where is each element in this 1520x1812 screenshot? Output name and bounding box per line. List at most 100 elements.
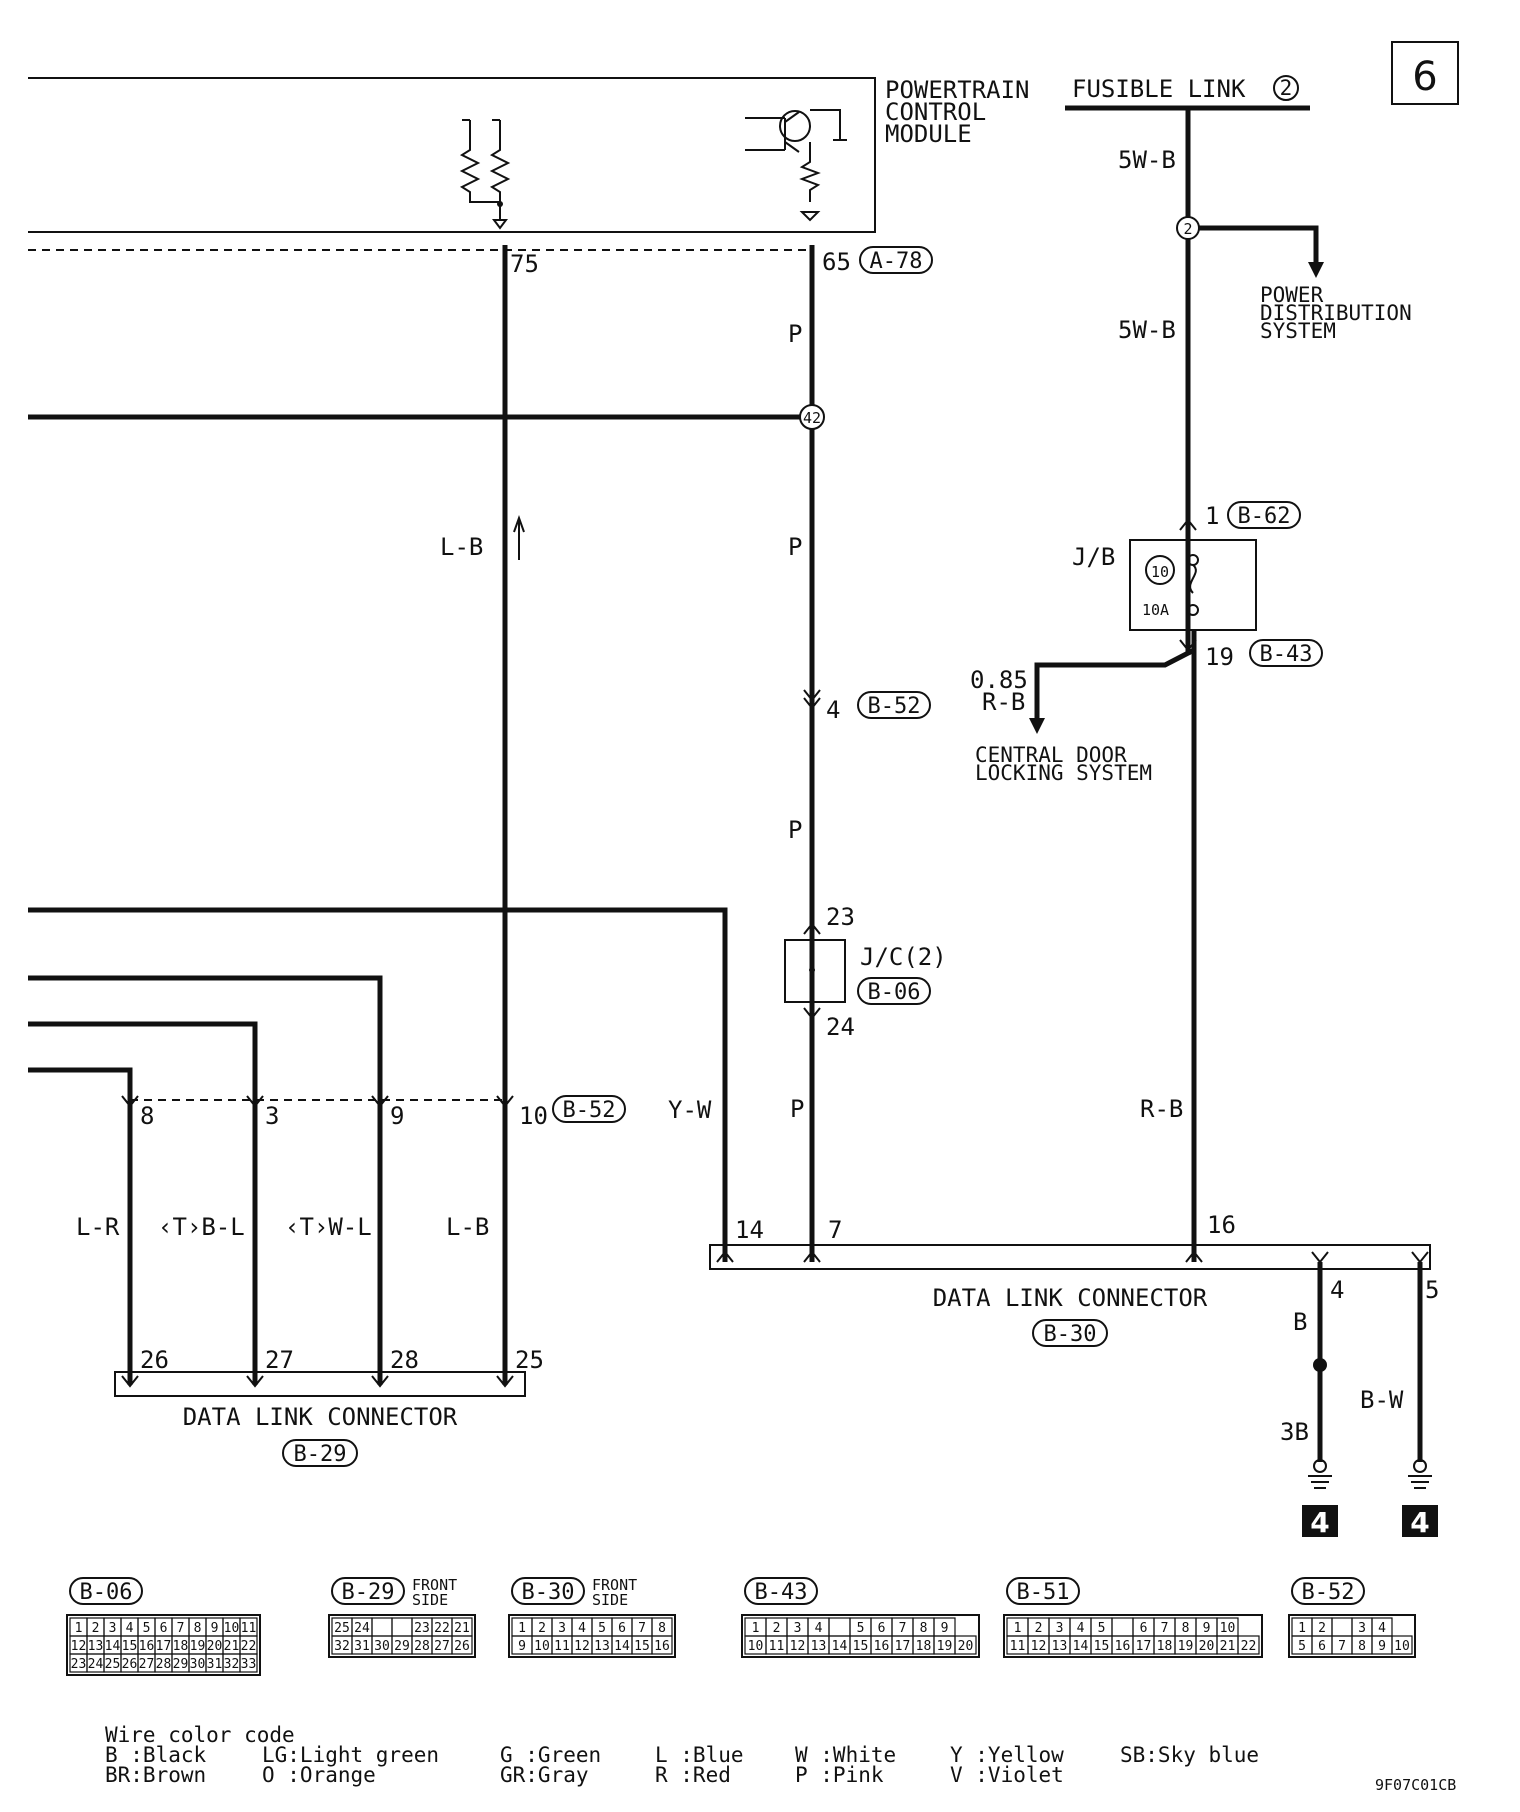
wire-label-rb: R-B <box>1140 1095 1183 1123</box>
pin-number: 1 <box>752 1621 760 1636</box>
wire-label-lr: L-R <box>76 1213 120 1241</box>
pin-number: 17 <box>895 1639 911 1654</box>
splice-2: 2 <box>1183 220 1192 238</box>
pin-number: 7 <box>1338 1639 1346 1654</box>
svg-text:8: 8 <box>140 1102 154 1130</box>
pcm-connector-ref: A-78 <box>870 249 923 274</box>
pin-number: 6 <box>160 1621 168 1636</box>
pcm-module: POWERTRAIN CONTROL MODULE <box>28 76 1030 233</box>
pin-number: 26 <box>454 1639 470 1654</box>
pin-number: 9 <box>211 1621 219 1636</box>
pin-number: 16 <box>654 1639 670 1654</box>
svg-text:B :Black: B :Black <box>105 1743 207 1767</box>
fusible-link-number: 2 <box>1280 76 1293 100</box>
jb-amp: 10A <box>1142 601 1169 619</box>
svg-text:3: 3 <box>265 1102 279 1130</box>
svg-text:9: 9 <box>390 1102 404 1130</box>
pin-number: 13 <box>1052 1639 1068 1654</box>
wire-color-title: Wire color code <box>105 1723 295 1747</box>
svg-text:5: 5 <box>1425 1276 1439 1304</box>
connector-id-pill <box>69 1577 143 1605</box>
connector-id: B-43 <box>755 1580 808 1605</box>
central-door-1: CENTRAL DOOR <box>975 743 1127 767</box>
pin-number: 25 <box>334 1621 350 1636</box>
pin-number: 1 <box>518 1621 526 1636</box>
pin-number: 21 <box>224 1639 240 1654</box>
connector-id-pill <box>1006 1577 1080 1605</box>
pin-number: 10 <box>748 1639 764 1654</box>
connector-id: B-30 <box>522 1580 575 1605</box>
resistor-icon <box>459 119 511 230</box>
pin-number: 8 <box>1182 1621 1190 1636</box>
page-number: 6 <box>1412 54 1437 100</box>
pin-cell <box>1111 1617 1134 1637</box>
pin-number: 17 <box>1136 1639 1152 1654</box>
pin-number: 1 <box>75 1621 83 1636</box>
pin-number: 3 <box>1358 1621 1366 1636</box>
pin-cell <box>371 1617 393 1637</box>
pin-number: 15 <box>634 1639 650 1654</box>
pin-number: 11 <box>1010 1639 1026 1654</box>
ground-ref-2: 4 <box>1410 1506 1429 1539</box>
wire-label-p1: P <box>788 320 802 348</box>
joint-connector-jc2: 23 J/C(2) B-06 24 <box>784 903 947 1041</box>
power-dist-2: DISTRIBUTION <box>1260 301 1412 325</box>
svg-text:42: 42 <box>803 409 821 427</box>
pin-number: 32 <box>224 1657 240 1672</box>
splice-42: 42 <box>799 404 825 430</box>
pcm-pin-75: 75 <box>510 250 539 278</box>
connector-id-pill <box>511 1577 585 1605</box>
pin-number: 10 <box>1394 1639 1410 1654</box>
pin-number: 10 <box>1220 1621 1236 1636</box>
pin-number: 16 <box>874 1639 890 1654</box>
svg-text:W :White: W :White <box>795 1743 896 1767</box>
wire-label-twl: ‹T›W-L <box>285 1213 372 1241</box>
wire-rb-085: R-B <box>982 688 1025 716</box>
svg-text:BR:Brown: BR:Brown <box>105 1763 206 1787</box>
pcm-title-2: CONTROL <box>885 98 986 126</box>
jc-pin-bot: 24 <box>826 1013 855 1041</box>
pin-number: 14 <box>614 1639 630 1654</box>
pin-number: 3 <box>558 1621 566 1636</box>
connector-frame <box>1003 1614 1263 1658</box>
fuse-icon <box>1187 554 1199 616</box>
dlc-b29-label: DATA LINK CONNECTOR <box>183 1403 458 1431</box>
pin-number: 14 <box>1073 1639 1089 1654</box>
pin-number: 15 <box>122 1639 138 1654</box>
svg-text:P :Pink: P :Pink <box>795 1763 884 1787</box>
connector-id: B-06 <box>80 1580 133 1605</box>
b52-lower-pins: 8 3 9 10 B-52 <box>121 1095 626 1130</box>
connector-side: SIDE <box>412 1591 448 1609</box>
pin-number: 7 <box>177 1621 185 1636</box>
svg-text:GR:Gray: GR:Gray <box>500 1763 589 1787</box>
pin-cell <box>954 1635 977 1655</box>
pin-number: 33 <box>241 1657 257 1672</box>
svg-text:SB:Sky blue: SB:Sky blue <box>1120 1743 1259 1767</box>
wire-color-code: Wire color code B :Black BR:Brown LG:Lig… <box>105 1723 1259 1787</box>
pin-number: 2 <box>1318 1621 1326 1636</box>
pin-number: 31 <box>207 1657 223 1672</box>
pin-number: 12 <box>71 1639 87 1654</box>
pin-number: 12 <box>574 1639 590 1654</box>
pin-number: 27 <box>434 1639 450 1654</box>
pin-number: 15 <box>1094 1639 1110 1654</box>
svg-text:R :Red: R :Red <box>655 1763 731 1787</box>
b52-lower-ref: B-52 <box>563 1098 616 1123</box>
pin-number: 5 <box>143 1621 151 1636</box>
pin-number: 9 <box>518 1639 526 1654</box>
pin-number: 29 <box>173 1657 189 1672</box>
pin-number: 16 <box>139 1639 155 1654</box>
pin-number: 9 <box>941 1621 949 1636</box>
pin-number: 12 <box>1031 1639 1047 1654</box>
pin-number: 10 <box>534 1639 550 1654</box>
pin-number: 13 <box>594 1639 610 1654</box>
pcm-title-1: POWERTRAIN <box>885 76 1030 104</box>
svg-text:4: 4 <box>1330 1276 1344 1304</box>
dlc-b29-ref: B-29 <box>294 1442 347 1467</box>
pin-number: 8 <box>1358 1639 1366 1654</box>
pin-number: 7 <box>1161 1621 1169 1636</box>
pin-number: 3 <box>794 1621 802 1636</box>
